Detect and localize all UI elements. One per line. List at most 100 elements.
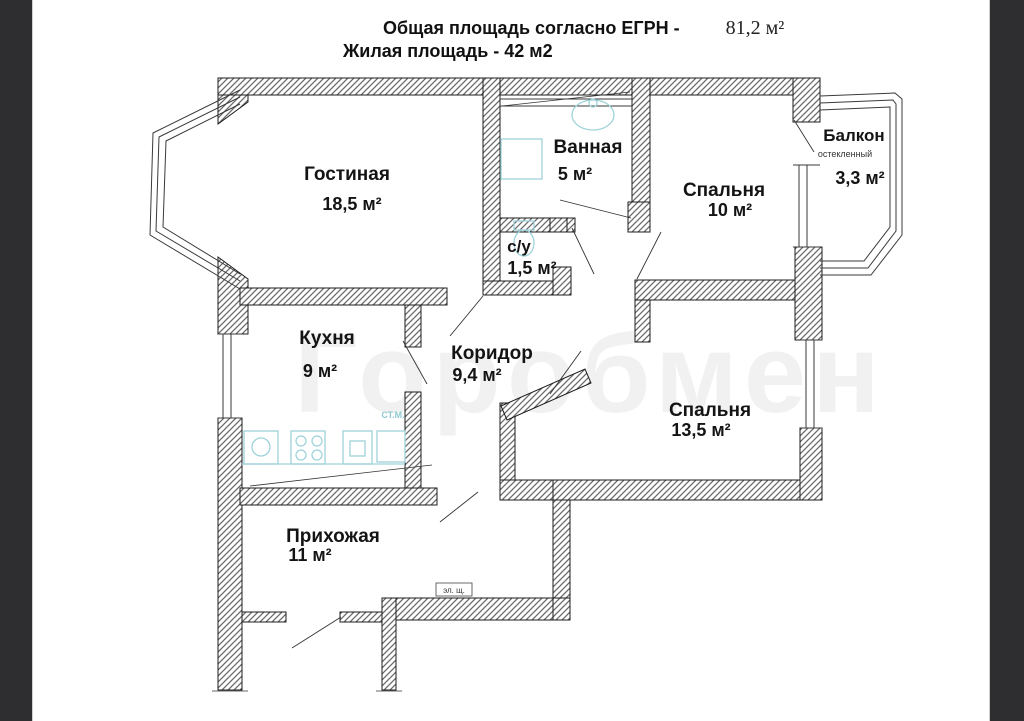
electrical-panel: эл. щ. — [435, 582, 473, 597]
wall-segment-diagonal — [500, 368, 592, 421]
bay-window — [149, 89, 241, 290]
room-label-wc: с/у 1,5 м² — [507, 237, 556, 278]
wall-segment — [627, 201, 651, 233]
room-label-balcony: Балкон остекленный 3,3 м² — [818, 126, 885, 188]
wall-segment — [217, 94, 249, 125]
bedroom10-door-leaf — [636, 231, 662, 280]
total-area-title: Общая площадь согласно ЕГРН - 81,2 м² — [343, 17, 815, 39]
wall-segment — [499, 479, 561, 501]
bathroom-sink-icon — [571, 99, 615, 131]
wall-segment — [404, 391, 422, 489]
wall-segment — [339, 611, 383, 623]
bathroom-door-leaf — [559, 199, 632, 219]
room-name: Балкон — [823, 126, 884, 145]
wall-segment — [549, 217, 568, 233]
room-area: 5 м² — [558, 164, 592, 184]
kitchen-door-leaf — [402, 340, 428, 385]
living-area-title: Жилая площадь - 42 м2 — [342, 41, 553, 61]
room-area: 9,4 м² — [452, 365, 501, 385]
wall-segment — [395, 597, 558, 621]
stove-icon — [290, 430, 326, 465]
room-label-kitchen: Кухня 9 м² — [299, 328, 355, 381]
room-name: Ванная — [554, 137, 623, 158]
kitchen-unit-icon — [342, 430, 373, 465]
stove-burner-icon — [295, 435, 307, 447]
fixtures: СТ.М. — [242, 98, 615, 465]
room-labels: Гостиная 18,5 м² Ванная 5 м² Спальня 10 … — [286, 126, 885, 565]
room-area: 9 м² — [303, 361, 337, 381]
left-edge-bar — [0, 0, 33, 721]
bay-window — [162, 103, 241, 275]
right-edge-bar — [989, 0, 1024, 721]
wall-segment — [381, 597, 397, 691]
wall-segment — [239, 487, 438, 506]
total-area-label: Общая площадь согласно ЕГРН - — [383, 18, 680, 38]
bathroom-partition — [501, 91, 631, 107]
room-label-hallway: Прихожая 11 м² — [286, 526, 380, 565]
room-name: Спальня — [683, 180, 765, 201]
room-note: остекленный — [818, 149, 872, 159]
stove-burner-icon — [295, 449, 307, 461]
kitchen-unit-detail — [349, 440, 366, 457]
windows — [149, 89, 903, 429]
washing-machine-label: СТ.М. — [381, 410, 404, 420]
wall-segment — [552, 266, 572, 296]
wall-segment — [217, 417, 243, 691]
wall-segment — [634, 279, 798, 301]
room-label-bedroom-10: Спальня 10 м² — [683, 180, 765, 220]
room-area: 11 м² — [288, 545, 331, 565]
room-area: 3,3 м² — [835, 168, 884, 188]
wall-segment — [217, 77, 794, 96]
bedroom13-door-leaf — [549, 350, 582, 395]
room-area: 13,5 м² — [671, 420, 730, 440]
bay-window — [155, 96, 241, 282]
electrical-panel-label: эл. щ. — [443, 586, 465, 595]
wc-door-leaf — [571, 227, 595, 275]
wall-segment — [482, 77, 501, 296]
room-name: с/у — [507, 237, 531, 256]
room-name: Спальня — [669, 400, 751, 421]
kitchen-sink-bowl-icon — [251, 437, 271, 457]
room-area: 18,5 м² — [322, 194, 381, 214]
wall-segment — [239, 287, 448, 306]
wall-segment — [552, 499, 571, 599]
balcony-door-leaf — [793, 119, 815, 153]
room-name: Коридор — [451, 343, 533, 364]
plan-header: Общая площадь согласно ЕГРН - 81,2 м² Жи… — [342, 17, 815, 61]
kitchen-counter-line — [249, 464, 433, 487]
toilet-bowl-icon — [513, 229, 535, 257]
electrical-panel-box — [435, 582, 473, 597]
wall-segment — [794, 246, 823, 341]
room-label-bedroom-13: Спальня 13,5 м² — [669, 400, 751, 440]
wall-segment — [552, 479, 823, 501]
room-label-bathroom: Ванная 5 м² — [554, 137, 623, 184]
stove-burner-icon — [311, 435, 323, 447]
room-area: 1,5 м² — [507, 258, 556, 278]
walls — [212, 77, 823, 692]
room-label-living: Гостиная 18,5 м² — [304, 164, 390, 214]
room-name: Кухня — [299, 328, 355, 349]
shower-unit-icon — [500, 138, 543, 180]
wall-segment — [631, 77, 651, 203]
wall-segment — [792, 77, 821, 123]
entrance-door-leaf — [291, 616, 342, 649]
room-label-corridor: Коридор 9,4 м² — [451, 343, 533, 385]
kitchen-sink-unit-icon — [243, 430, 279, 465]
wall-segment — [241, 611, 287, 623]
hallway-door-leaf — [439, 491, 479, 523]
room-name: Прихожая — [286, 526, 380, 547]
washing-machine-icon — [376, 430, 406, 463]
stove-burner-icon — [311, 449, 323, 461]
balcony-glazing — [819, 106, 891, 262]
doors — [249, 119, 815, 649]
room-area: 10 м² — [708, 200, 752, 220]
total-area-value: 81,2 м² — [726, 17, 785, 39]
wall-segment — [404, 304, 422, 348]
balcony-glazing — [819, 99, 897, 269]
livingroom-door-leaf — [449, 295, 484, 337]
wall-segment — [217, 256, 249, 335]
room-name: Гостиная — [304, 164, 390, 185]
balcony-glazing — [819, 92, 903, 276]
